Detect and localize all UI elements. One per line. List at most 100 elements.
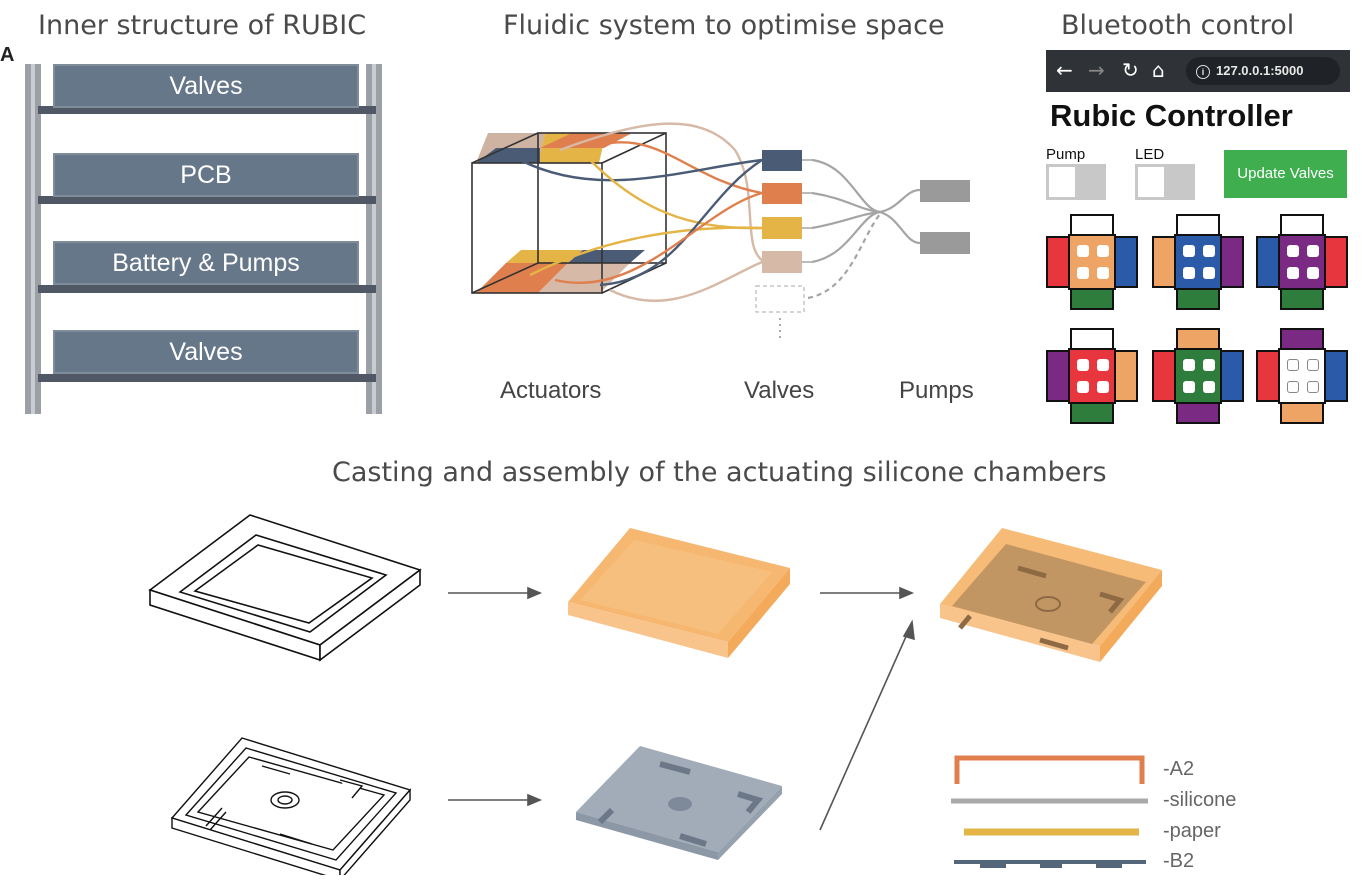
layer-legend — [951, 755, 1148, 868]
valve-indicator-dot[interactable] — [1203, 267, 1215, 279]
fluidic-tubes — [519, 122, 766, 302]
cast-silicone-orange — [568, 528, 790, 658]
valve-indicator-dot[interactable] — [1077, 245, 1089, 257]
actuator-bottom-orange — [476, 263, 568, 293]
rack-module-pcb: PCB — [53, 153, 359, 197]
valve-indicator-dot[interactable] — [1097, 245, 1109, 257]
cube-face-top-square[interactable] — [1176, 214, 1220, 236]
valve-indicator-dot[interactable] — [1077, 381, 1089, 393]
cube-face-2[interactable] — [1152, 214, 1244, 324]
actuators-label: Actuators — [500, 377, 602, 404]
valve-indicator-dot[interactable] — [1097, 359, 1109, 371]
pumps-label: Pumps — [899, 377, 974, 404]
controller-title: Rubic Controller — [1050, 98, 1293, 133]
valve-indicator-dot[interactable] — [1307, 267, 1319, 279]
reload-icon[interactable]: ↻ — [1122, 58, 1139, 82]
panel-letter: A — [0, 44, 15, 66]
cube-face-top-square[interactable] — [1070, 214, 1114, 236]
back-arrow-icon[interactable]: ← — [1056, 58, 1073, 82]
cube-face-left-square[interactable] — [1152, 236, 1176, 288]
forward-arrow-icon[interactable]: → — [1088, 58, 1105, 82]
valve-navy — [762, 150, 802, 171]
cube-face-top-square[interactable] — [1070, 328, 1114, 350]
valve-indicator-dot[interactable] — [1183, 245, 1195, 257]
inner-structure-title: Inner structure of RUBIC — [38, 10, 367, 41]
valve-indicator-dot[interactable] — [1183, 381, 1195, 393]
cube-face-right-square[interactable] — [1114, 236, 1138, 288]
pump-toggle[interactable] — [1046, 164, 1106, 200]
cube-face-center-square[interactable] — [1278, 348, 1326, 404]
cube-face-left-square[interactable] — [1256, 350, 1280, 402]
valve-orange — [762, 183, 802, 204]
valve-indicator-dot[interactable] — [1307, 381, 1319, 393]
led-toggle-label: LED — [1135, 146, 1165, 163]
valve-indicator-dot[interactable] — [1183, 359, 1195, 371]
process-arrows — [448, 586, 915, 831]
cube-face-right-square[interactable] — [1220, 236, 1244, 288]
cube-face-center-square[interactable] — [1278, 234, 1326, 290]
cube-face-center-square[interactable] — [1174, 234, 1222, 290]
actuator-bottom-navy — [568, 250, 645, 263]
info-icon: i — [1196, 65, 1210, 79]
cube-face-left-square[interactable] — [1256, 236, 1280, 288]
valve-indicator-dot[interactable] — [1287, 381, 1299, 393]
assembled-chamber — [940, 528, 1162, 662]
legend-label-silicone: -silicone — [1163, 789, 1237, 811]
legend-label-b2: -B2 — [1163, 850, 1195, 872]
valve-indicator-dot[interactable] — [1287, 267, 1299, 279]
valve-indicator-dot[interactable] — [1097, 267, 1109, 279]
cube-face-center-square[interactable] — [1174, 348, 1222, 404]
cube-face-center-square[interactable] — [1068, 234, 1116, 290]
valve-indicator-dot[interactable] — [1307, 245, 1319, 257]
cube-face-5[interactable] — [1152, 328, 1244, 438]
casting-title: Casting and assembly of the actuating si… — [332, 457, 1107, 488]
address-bar[interactable]: i 127.0.0.1:5000 — [1186, 57, 1340, 85]
cube-face-bottom-square[interactable] — [1280, 402, 1324, 424]
valve-beige — [762, 251, 802, 273]
cube-face-bottom-square[interactable] — [1070, 402, 1114, 424]
cube-face-3[interactable] — [1256, 214, 1348, 324]
rack-shelf — [38, 106, 376, 114]
cube-face-bottom-square[interactable] — [1176, 288, 1220, 310]
update-valves-button[interactable]: Update Valves — [1224, 150, 1347, 198]
valve-placeholder — [755, 285, 805, 313]
address-url: 127.0.0.1:5000 — [1216, 63, 1304, 78]
cube-face-bottom-square[interactable] — [1176, 402, 1220, 424]
fluidic-system-title: Fluidic system to optimise space — [503, 10, 945, 41]
valve-indicator-dot[interactable] — [1097, 381, 1109, 393]
cube-face-right-square[interactable] — [1220, 350, 1244, 402]
mold-frame — [148, 514, 422, 662]
valve-indicator-dot[interactable] — [1203, 359, 1215, 371]
cube-face-right-square[interactable] — [1324, 236, 1348, 288]
layer-a2 — [954, 755, 1145, 784]
cube-face-6[interactable] — [1256, 328, 1348, 438]
valve-indicator-dot[interactable] — [1077, 267, 1089, 279]
browser-toolbar: ← → ↻ ⌂ i 127.0.0.1:5000 — [1046, 50, 1350, 92]
home-icon[interactable]: ⌂ — [1152, 58, 1165, 82]
cube-face-left-square[interactable] — [1152, 350, 1176, 402]
valve-indicator-dot[interactable] — [1287, 359, 1299, 371]
led-toggle[interactable] — [1135, 164, 1195, 200]
cube-face-center-square[interactable] — [1068, 348, 1116, 404]
valve-indicator-dot[interactable] — [1287, 245, 1299, 257]
valve-indicator-dot[interactable] — [1307, 359, 1319, 371]
cube-face-bottom-square[interactable] — [1280, 288, 1324, 310]
cube-face-4[interactable] — [1046, 328, 1138, 438]
valve-indicator-dot[interactable] — [1203, 245, 1215, 257]
pump-2 — [920, 232, 970, 254]
valve-indicator-dot[interactable] — [1077, 359, 1089, 371]
cube-face-left-square[interactable] — [1046, 236, 1070, 288]
cube-face-right-square[interactable] — [1324, 350, 1348, 402]
cube-face-top-square[interactable] — [1176, 328, 1220, 350]
valve-indicator-dot[interactable] — [1203, 381, 1215, 393]
cube-face-top-square[interactable] — [1280, 214, 1324, 236]
cube-face-bottom-square[interactable] — [1070, 288, 1114, 310]
cube-face-top-square[interactable] — [1280, 328, 1324, 350]
valves-label: Valves — [744, 377, 815, 404]
cube-face-right-square[interactable] — [1114, 350, 1138, 402]
valve-indicator-dot[interactable] — [1183, 267, 1195, 279]
pump-toggle-label: Pump — [1046, 146, 1086, 163]
cube-face-left-square[interactable] — [1046, 350, 1070, 402]
valve-yellow — [762, 217, 802, 239]
cube-face-1[interactable] — [1046, 214, 1138, 324]
